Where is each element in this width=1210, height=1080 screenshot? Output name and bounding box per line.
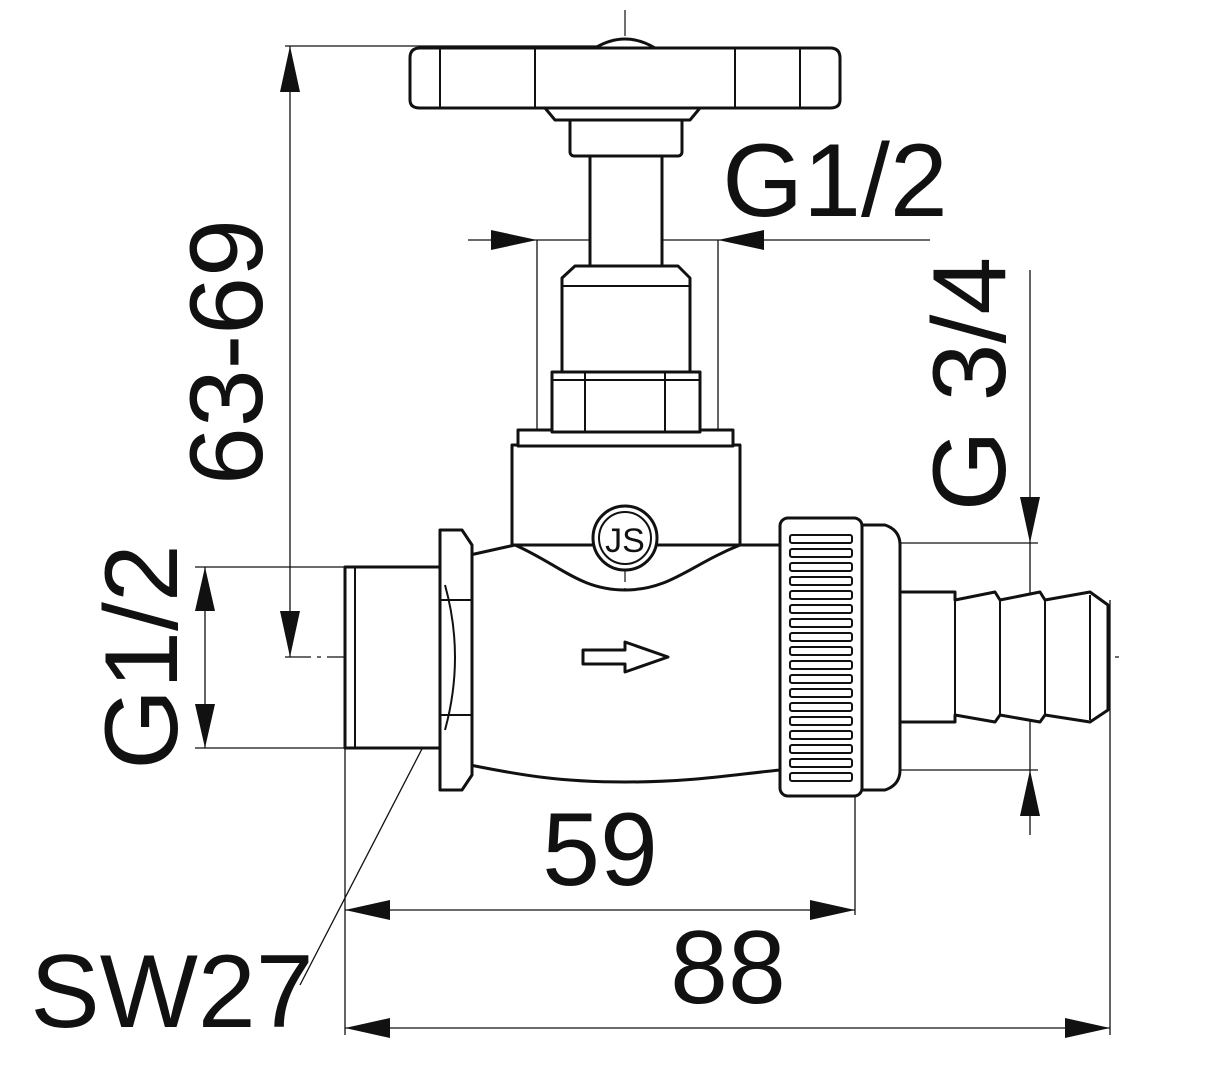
knurl-ridge (789, 688, 853, 698)
knurl-ridge (789, 716, 853, 726)
knurl-ridge (789, 548, 853, 558)
knurl-ridge (789, 590, 853, 600)
knurl-ridge (789, 674, 853, 684)
knurl-ridge (789, 576, 853, 586)
dim-union-thread: G 3/4 (912, 257, 1028, 511)
knurl-ridge (789, 744, 853, 754)
knurl-ridge (789, 758, 853, 768)
dim-overall-length: 88 (670, 910, 786, 1026)
dimension-lines (195, 10, 1120, 1038)
dim-union-length: 59 (542, 792, 658, 908)
knurl-ridge (789, 534, 853, 544)
knurl-ridge (789, 772, 853, 782)
knurl-ridge (789, 618, 853, 628)
arrow-right-icon (581, 640, 670, 674)
knurl-ridge (789, 604, 853, 614)
valve-body: JS (343, 37, 1110, 798)
knurl-ridge (789, 660, 853, 670)
dim-inlet-thread: G1/2 (84, 544, 200, 769)
manufacturer-logo: JS (591, 504, 659, 572)
knurl-ridge (789, 562, 853, 572)
dim-stem-thread: G1/2 (722, 123, 947, 239)
knurl-ridge (789, 702, 853, 712)
knurl-ridge (789, 730, 853, 740)
union-nut-knurling (789, 534, 853, 782)
dim-wrench-size: SW27 (30, 934, 313, 1050)
knurl-ridge (789, 632, 853, 642)
manufacturer-logo-text: JS (605, 522, 645, 560)
knurl-ridge (789, 646, 853, 656)
dimension-labels: 63-69 G1/2 G 3/4 G1/2 59 88 SW27 (30, 123, 1028, 1050)
dim-height-range: 63-69 (169, 219, 285, 485)
